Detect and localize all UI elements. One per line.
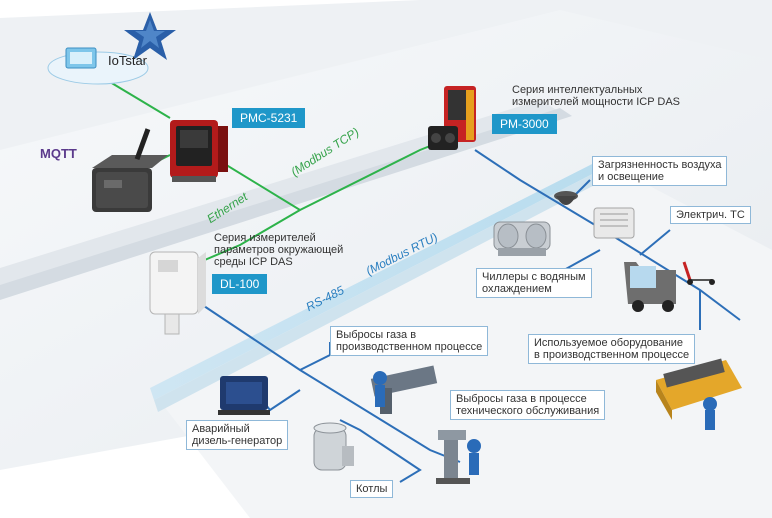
callout-chillers: Чиллеры с водяным охлаждением — [476, 268, 592, 298]
process-machine — [370, 365, 438, 414]
pm-series-line-1: Серия интеллектуальных — [512, 84, 643, 96]
callout-diesel-generator: Аварийный дизель-генератор — [186, 420, 289, 450]
chiller-units — [493, 221, 551, 256]
callout-air-quality: Загрязненность воздуха и освещение — [592, 156, 728, 186]
callout-generator-line-1: Аварийный — [192, 423, 250, 435]
callout-equipment-line-1: Используемое оборудование — [534, 337, 684, 349]
callout-boilers-line-1: Котлы — [356, 483, 388, 495]
rs485-line-ev — [639, 229, 671, 256]
callout-air-line-2: и освещение — [598, 171, 665, 183]
mqtt-gateway-device — [92, 128, 168, 212]
callout-process-gas-line-2: производственном процессе — [336, 341, 483, 353]
callout-generator-line-2: дизель-генератор — [192, 435, 283, 447]
dl-100-device — [149, 251, 206, 335]
maintenance-machine — [436, 430, 481, 484]
rs485-line-air — [574, 179, 591, 196]
pm-3000-tag: PM-3000 — [492, 114, 557, 134]
iotstar-logo — [47, 12, 176, 85]
callout-maintenance-line-1: Выбросы газа в процессе — [456, 393, 587, 405]
callout-air-line-1: Загрязненность воздуха — [598, 159, 722, 171]
callout-ev-line-1: Электрич. ТС — [676, 209, 745, 221]
callout-maintenance-line-2: технического обслуживания — [456, 405, 600, 417]
pmc-5231-device — [170, 120, 228, 182]
pmc-5231-tag: PMC-5231 — [232, 108, 306, 128]
air-quality-devices — [554, 191, 635, 239]
boiler-tank — [313, 422, 354, 471]
pm-series-caption: Серия интеллектуальных измерителей мощно… — [512, 84, 680, 108]
callout-equipment-line-2: в производственном процессе — [534, 349, 690, 361]
ethernet-line-dl — [199, 209, 301, 263]
callout-electric-vehicle: Электрич. ТС — [670, 206, 751, 224]
dl-series-line-1: Серия измерителей — [214, 232, 316, 244]
pm-series-line-2: измерителей мощности ICP DAS — [512, 96, 681, 108]
pm-3000-device — [428, 86, 476, 150]
callout-maintenance-gas: Выбросы газа в процессе технического обс… — [450, 390, 606, 420]
dl-series-line-3: среды ICP DAS — [214, 256, 293, 268]
production-equipment — [656, 358, 742, 430]
ethernet-line-iotstar — [109, 81, 171, 119]
callout-production-equipment: Используемое оборудование в производстве… — [528, 334, 696, 364]
callout-chillers-line-1: Чиллеры с водяным — [482, 271, 586, 283]
diesel-generator — [218, 376, 270, 415]
callout-chillers-line-2: охлаждением — [482, 283, 552, 295]
dl-100-tag: DL-100 — [212, 274, 268, 294]
iotstar-logo-text: IoTstar — [108, 53, 148, 68]
dl-series-caption: Серия измерителей параметров окружающей … — [214, 232, 343, 268]
rs485-line-boilers — [339, 419, 422, 483]
electric-vehicles — [624, 261, 715, 312]
callout-boilers: Котлы — [350, 480, 394, 498]
callout-process-gas: Выбросы газа в производственном процессе — [330, 326, 489, 356]
callout-process-gas-line-1: Выбросы газа в — [336, 329, 417, 341]
mqtt-logo-text: MQTT — [40, 146, 77, 161]
dl-series-line-2: параметров окружающей — [214, 244, 344, 256]
